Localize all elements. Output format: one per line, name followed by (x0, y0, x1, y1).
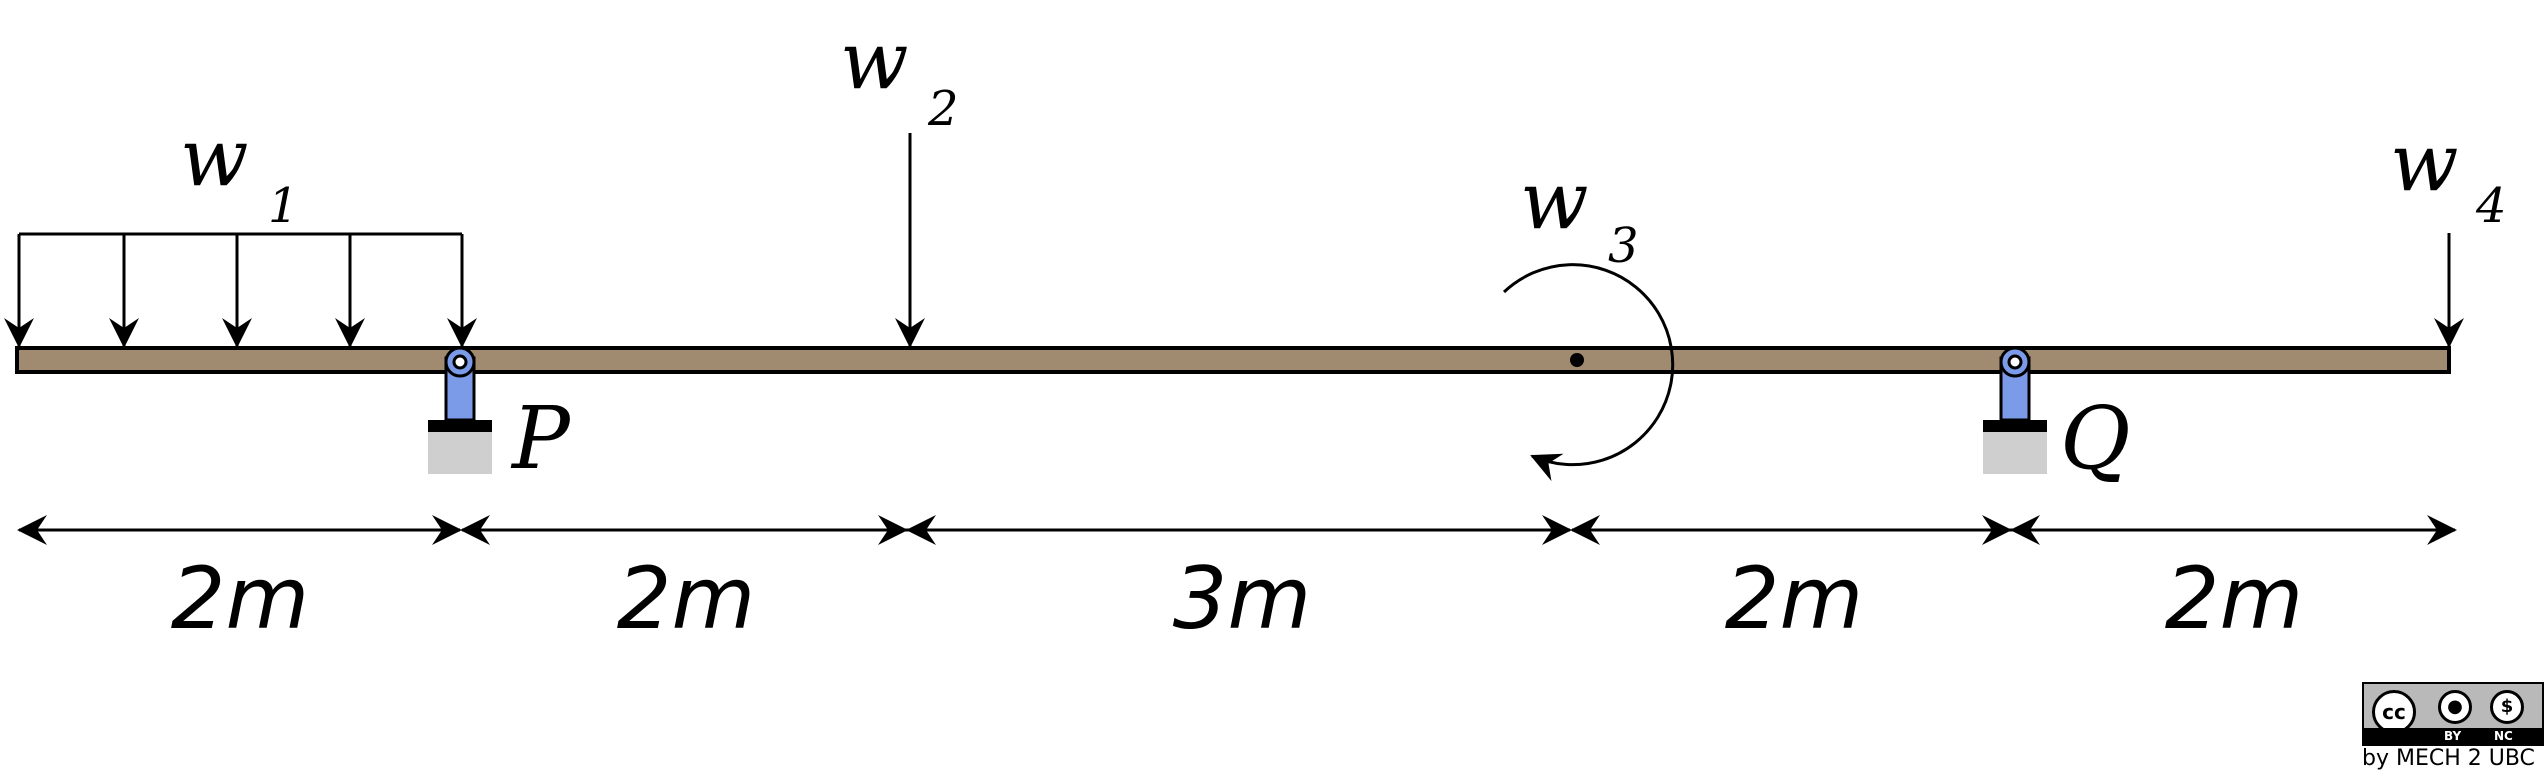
noncommercial-icon: $ (2490, 690, 2524, 724)
label-w2: w (840, 14, 908, 107)
label-w1-subscript: 1 (268, 178, 299, 234)
attribution-person-icon: ● (2438, 690, 2472, 724)
distributed-load-w1 (4, 232, 477, 348)
dimension-label-3: 3m (1173, 549, 1312, 649)
label-w1: w (180, 111, 248, 204)
support-q (1983, 346, 2047, 474)
label-support-p: P (510, 389, 572, 489)
support-p (428, 346, 492, 474)
label-w4: w (2390, 116, 2458, 209)
cc-badge-strip (2364, 728, 2542, 744)
dimension-label-5: 2m (2165, 549, 2304, 649)
attribution-text: by MECH 2 UBC (2362, 746, 2535, 771)
label-w4-subscript: 4 (2475, 178, 2507, 234)
dimension-label-2: 2m (617, 549, 756, 649)
label-w3-subscript: 3 (1608, 218, 1639, 274)
cc-by-label: BY (2444, 729, 2462, 743)
cc-icon-text: cc (2382, 700, 2406, 724)
dimension-label-4: 2m (1725, 549, 1864, 649)
dimension-label-1: 2m (171, 549, 310, 649)
cc-icon: cc (2372, 690, 2416, 734)
moment-w3-arrow (1502, 263, 1675, 482)
label-w2-subscript: 2 (927, 81, 959, 137)
label-w3: w (1520, 154, 1588, 247)
label-support-q: Q (2060, 389, 2131, 489)
beam (15, 346, 2451, 374)
moment-point (1570, 353, 1584, 367)
cc-license-badge: cc ● $ BY NC (2362, 682, 2544, 746)
cc-nc-label: NC (2494, 729, 2513, 743)
